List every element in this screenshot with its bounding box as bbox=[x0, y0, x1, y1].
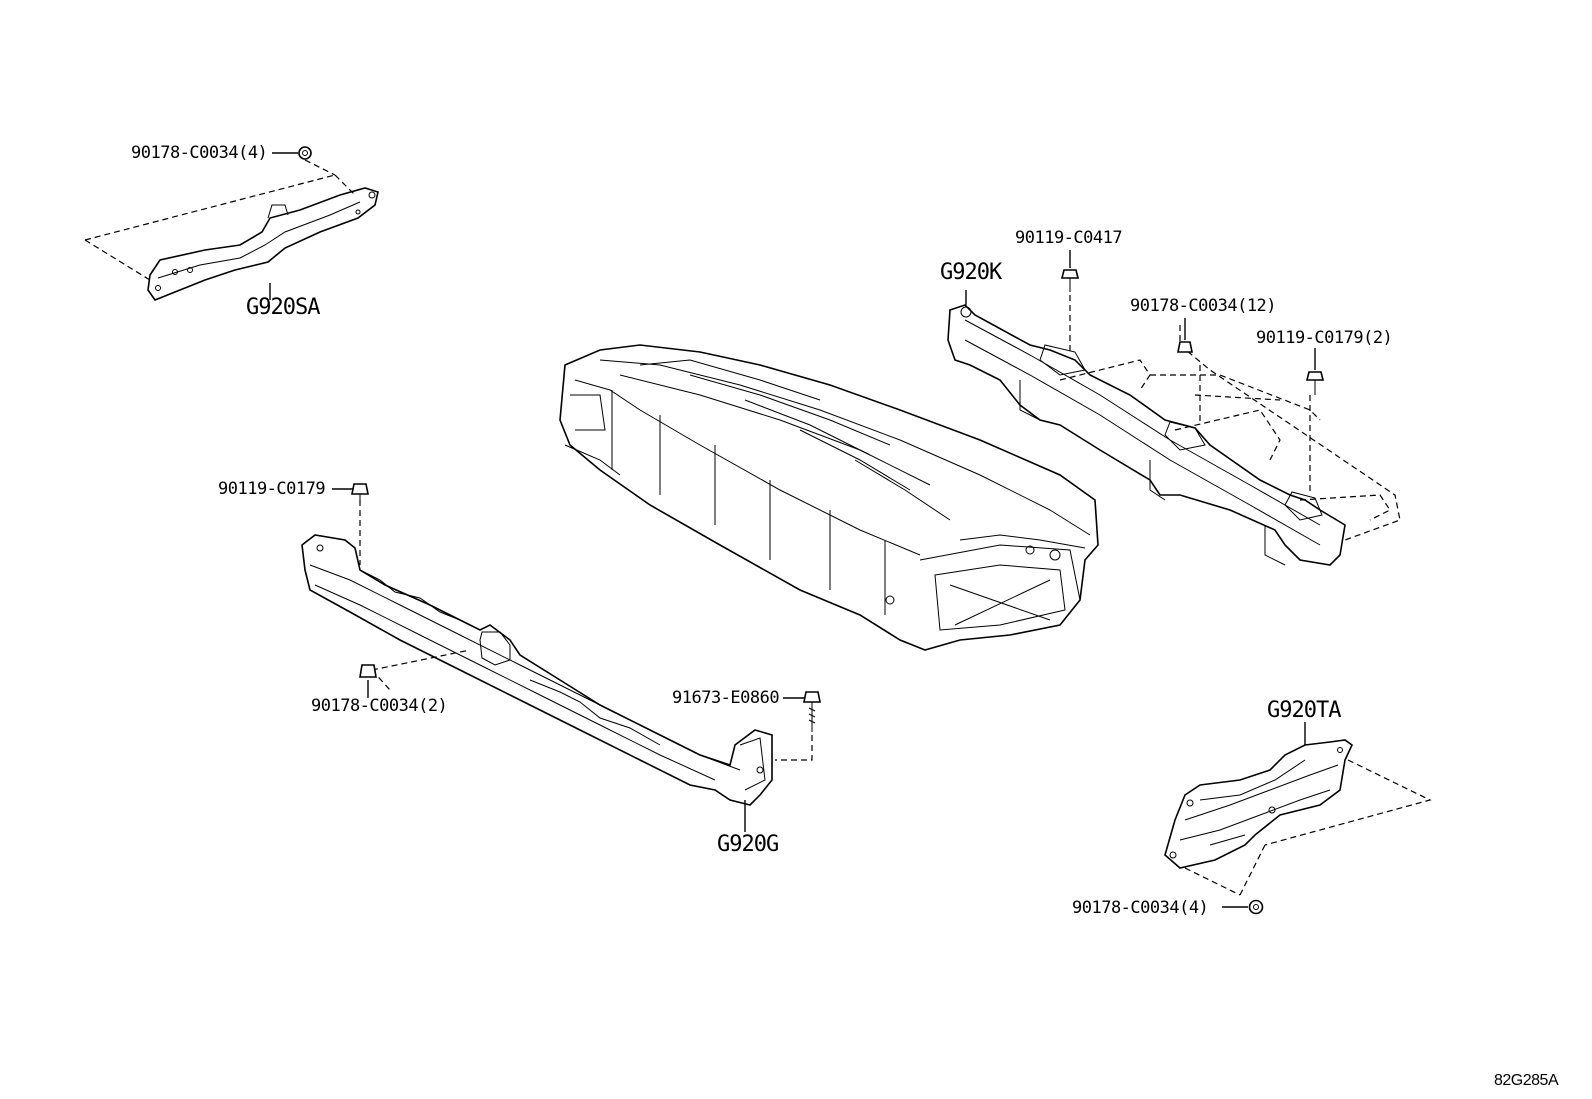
fastener-label-nut-top-left[interactable]: 90178-C0034(4) bbox=[131, 143, 268, 163]
bolt-icon-g920k-top bbox=[1060, 250, 1080, 292]
fastener-label-nut-g920ta[interactable]: 90178-C0034(4) bbox=[1072, 898, 1209, 918]
fastener-label-nut-g920k[interactable]: 90178-C0034(12) bbox=[1130, 296, 1277, 316]
bracket-g920k[interactable] bbox=[947, 304, 1346, 566]
part-label-g920ta[interactable]: G920TA bbox=[1267, 698, 1341, 723]
fastener-label-bolt-g920g-right[interactable]: 91673-E0860 bbox=[672, 688, 780, 708]
nut-icon-g920k bbox=[1177, 318, 1193, 353]
bracket-g920sa[interactable] bbox=[147, 187, 379, 301]
fastener-label-bolt-g920k-right[interactable]: 90119-C0179(2) bbox=[1256, 328, 1393, 348]
fastener-label-bolt-g920k-top[interactable]: 90119-C0417 bbox=[1015, 228, 1123, 248]
diagram-reference-code: 82G285A bbox=[1494, 1072, 1559, 1089]
bolt-icon-g920g-right bbox=[783, 691, 821, 732]
nut-icon-top-left bbox=[272, 146, 312, 160]
fastener-label-nut-g920g[interactable]: 90178-C0034(2) bbox=[311, 696, 448, 716]
beam-g920g[interactable] bbox=[301, 534, 773, 806]
nut-icon-g920g bbox=[359, 664, 377, 698]
battery-assembly bbox=[559, 344, 1099, 651]
part-label-g920sa[interactable]: G920SA bbox=[246, 295, 320, 320]
bolt-icon-g920g-top bbox=[332, 483, 369, 505]
bracket-g920ta[interactable] bbox=[1164, 739, 1354, 869]
part-label-g920g[interactable]: G920G bbox=[717, 832, 779, 857]
bolt-icon-g920k-right bbox=[1305, 348, 1325, 395]
nut-icon-g920ta bbox=[1222, 899, 1264, 915]
fastener-label-bolt-g920g-top[interactable]: 90119-C0179 bbox=[218, 479, 326, 499]
part-label-g920k[interactable]: G920K bbox=[940, 260, 1002, 285]
